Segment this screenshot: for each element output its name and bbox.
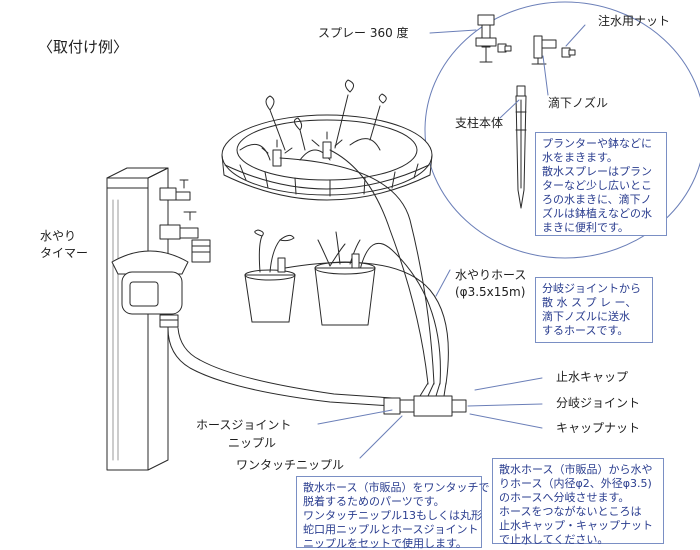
timer-label-2: タイマー (40, 246, 89, 260)
timer-label-1: 水やり (40, 229, 77, 243)
note-split-line: のホースへ分岐させます。 (499, 491, 630, 504)
planter-bed-icon (221, 79, 433, 201)
note-split-line: 散水ホース（市販品）から水や (499, 463, 653, 476)
note-branch: 分岐ジョイントから 散 水 ス プ レ ー、 滴下ノズルに送水 するホースです。 (535, 277, 653, 343)
dripper-detail-icon (531, 35, 576, 65)
pot-right-icon (314, 231, 376, 326)
note-nipple-line: 散水ホース（市販品）をワンタッチで (303, 481, 490, 494)
hose-joint-label-2: ニップル (228, 436, 277, 450)
detail-circle (424, 1, 700, 259)
hose-joint-label-1: ホースジョイント (196, 418, 292, 432)
dripper-label: 滴下ノズル (548, 96, 609, 110)
nut-label: 注水用ナット (598, 14, 671, 28)
stake-label: 支柱本体 (455, 116, 504, 130)
water-timer-icon (111, 250, 189, 328)
branch-joint-label: 分岐ジョイント (556, 396, 641, 410)
note-planter: プランターや鉢などに 水をまきます。 散水スプレーはプラン ターなど少し広いとこ… (535, 132, 667, 236)
note-branch-line: 散 水 ス プ レ ー、 (542, 296, 637, 309)
note-split-line: りホース（内径φ2、外径φ3.5) (499, 477, 652, 490)
note-planter-line: ターなど少し広いとこ (542, 179, 652, 192)
note-planter-line: ズルは鉢植えなどの水 (542, 207, 652, 220)
note-nipple-line: ニップルをセットで使用します。 (303, 537, 467, 550)
water-hose-spec: (φ3.5x15m) (455, 285, 526, 299)
cap-nut-label: キャップナット (556, 421, 641, 435)
water-hose-label: 水やりホース (455, 268, 527, 282)
note-planter-line: 水をまきます。 (542, 151, 618, 164)
sprayer-label: スプレー 360 度 (318, 26, 409, 40)
note-planter-line: 散水スプレーはプラン (542, 165, 652, 178)
page-title: 〈取付け例〉 (38, 38, 129, 56)
note-split-line: で止水してください。 (499, 533, 609, 546)
faucet-post-icon (106, 167, 169, 471)
main-hose (167, 327, 393, 407)
note-branch-line: 滴下ノズルに送水 (542, 310, 630, 323)
note-split-line: ホースをつながないところは (499, 505, 642, 518)
sprayer-detail-icon (475, 14, 512, 63)
note-branch-line: 分岐ジョイントから (542, 282, 641, 295)
note-nipple: 散水ホース（市販品）をワンタッチで 脱着するためのパーツです。 ワンタッチニップ… (296, 476, 490, 550)
stop-cap-label: 止水キャップ (556, 370, 629, 384)
note-branch-line: するホースです。 (542, 324, 629, 337)
note-planter-line: プランターや鉢などに (542, 137, 652, 150)
stake-detail-icon (515, 85, 527, 209)
note-planter-line: ろの水まきに、滴下ノ (542, 193, 652, 206)
faucet-tap-icon (159, 179, 211, 263)
note-split-line: 止水キャップ・キャップナット (499, 519, 653, 532)
note-nipple-line: 脱着するためのパーツです。 (303, 495, 445, 508)
note-planter-line: まきに便利です。 (542, 221, 629, 234)
note-nipple-line: ワンタッチニップル13もしくは丸形 (303, 509, 482, 522)
note-split: 散水ホース（市販品）から水や りホース（内径φ2、外径φ3.5) のホースへ分岐… (492, 458, 664, 546)
branch-joint-icon (383, 382, 467, 417)
one-touch-label: ワンタッチニップル (236, 458, 345, 472)
pot-left-icon (244, 229, 296, 323)
note-nipple-line: 蛇口用ニップルとホースジョイント (303, 523, 479, 536)
